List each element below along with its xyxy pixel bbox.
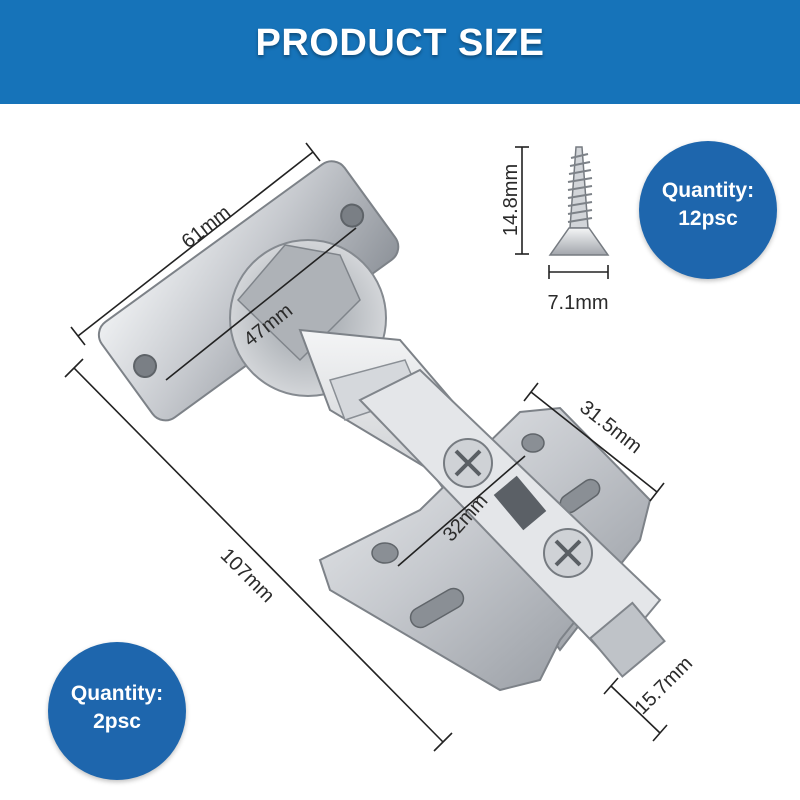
dim-14-8mm-label: 14.8mm [500,164,522,236]
screw-illustration [548,146,610,256]
dim-7-1mm-label: 7.1mm [547,292,608,314]
hinge-illustration [97,160,666,692]
screw-quantity-label: Quantity: [661,179,755,202]
hinge-quantity-value: 2psc [93,710,141,733]
hinge-quantity-label: Quantity: [70,682,164,705]
screw-quantity-badge: Quantity: 12psc [639,141,777,279]
dim-107mm-label: 107mm [216,544,279,607]
header-banner: PRODUCT SIZE [0,0,800,104]
screw-quantity-value: 12psc [678,207,738,230]
hinge-quantity-badge: Quantity: 2psc [48,642,186,780]
page-title: PRODUCT SIZE [255,22,545,64]
dimension-lines [64,142,668,752]
